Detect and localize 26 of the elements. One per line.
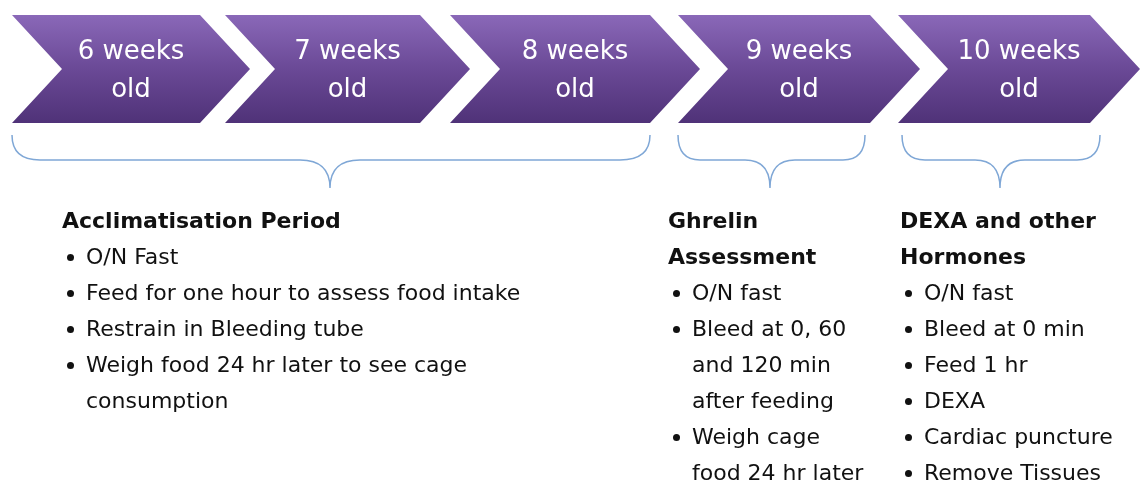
chevron-step bbox=[225, 15, 470, 123]
bullet-item: Restrain in Bleeding tube bbox=[62, 311, 582, 347]
bullet-item: O/N fast bbox=[900, 275, 1142, 311]
bullet-item: Cardiac puncture bbox=[900, 419, 1142, 455]
bullet-item: O/N fast bbox=[668, 275, 873, 311]
bullet-item: Feed for one hour to assess food intake bbox=[62, 275, 582, 311]
bullet-item: Bleed at 0, 60 and 120 min after feeding bbox=[668, 311, 873, 419]
bullet-item: O/N Fast bbox=[62, 239, 582, 275]
step-label: 6 weeks old bbox=[76, 34, 186, 105]
bullet-item: Remove Tissues bbox=[900, 455, 1142, 486]
step-label: 8 weeks old bbox=[520, 34, 630, 105]
bullet-item: DEXA bbox=[900, 383, 1142, 419]
chevron-step bbox=[678, 15, 920, 123]
chevron-step bbox=[12, 15, 250, 123]
bullet-item: Weigh cage food 24 hr later bbox=[668, 419, 873, 486]
chevron-step bbox=[898, 15, 1140, 123]
step-label: 10 weeks old bbox=[956, 34, 1082, 105]
section-heading: Ghrelin Assessment bbox=[668, 207, 818, 271]
step-label: 7 weeks old bbox=[293, 34, 402, 105]
bullet-item: Bleed at 0 min bbox=[900, 311, 1142, 347]
bullet-item: Weigh food 24 hr later to see cage consumption bbox=[62, 347, 582, 419]
chevron-step bbox=[450, 15, 700, 123]
section-heading: Acclimatisation Period bbox=[62, 207, 342, 235]
step-label: 9 weeks old bbox=[744, 34, 854, 105]
bullet-item: Feed 1 hr bbox=[900, 347, 1142, 383]
section-heading: DEXA and other Hormones bbox=[900, 207, 1097, 271]
